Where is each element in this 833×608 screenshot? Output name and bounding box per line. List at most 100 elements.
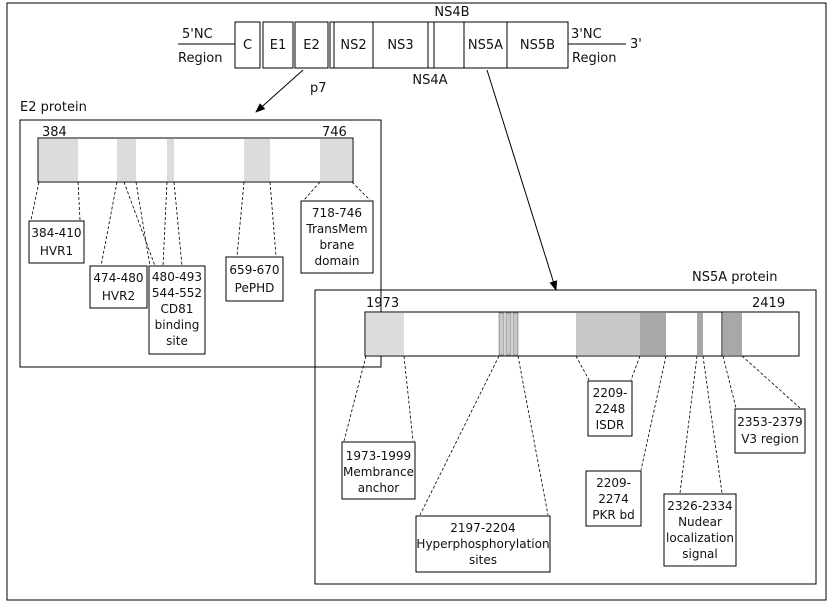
segment-ns5b	[506, 21, 569, 69]
ns5a-region-isdr	[576, 313, 640, 355]
ns5a-connector	[702, 355, 723, 494]
e2-bar	[37, 137, 354, 183]
segment-e2	[294, 21, 329, 69]
ns5a-connector	[517, 355, 549, 516]
e2-end: 746	[322, 125, 347, 140]
ns5a-start: 1973	[366, 296, 399, 311]
ns5a-pkr-line2: 2274	[598, 492, 629, 506]
e2-region-tm	[320, 139, 352, 181]
segment-ns3-label: NS3	[387, 38, 413, 53]
segment-ns5a-label: NS5A	[468, 38, 503, 53]
ns5a-connector	[741, 355, 801, 409]
ns5a-label-box-v3	[734, 408, 806, 454]
ns5a-pkr-line1: 2209-	[596, 476, 631, 490]
ns5a-isdr-line2: 2248	[595, 402, 626, 416]
e2-panel: E2 protein 384 746 384-410 HVR1 474-480 …	[19, 100, 382, 368]
e2-cd81-line3: site	[166, 334, 188, 348]
ns4b-label: NS4B	[434, 5, 469, 20]
e2-tm-line3: domain	[315, 254, 360, 268]
segment-ns4a	[427, 21, 435, 69]
ns5a-pkr-line3: PKR bd	[592, 508, 635, 522]
e2-region-hvr1	[39, 139, 78, 181]
ns5a-hyper-line2: sites	[469, 553, 497, 567]
segment-ns4b	[433, 21, 465, 69]
e2-region-cd81	[167, 139, 174, 181]
ns5a-label-box-hyper	[415, 515, 551, 573]
ns5a-arrow	[486, 69, 558, 291]
e2-hvr1-range: 384-410	[31, 226, 81, 240]
ns5a-connector	[403, 355, 414, 442]
p7-label: p7	[310, 81, 327, 96]
ns5a-hyper-line1: Hyperphosphorylation	[416, 537, 549, 551]
segment-ns5a	[463, 21, 508, 69]
ns5a-panel-frame	[314, 289, 817, 585]
e2-connector	[77, 181, 81, 221]
segment-ns3	[372, 21, 429, 69]
e2-connector	[351, 181, 371, 201]
ns5a-label-box-nls	[663, 493, 737, 567]
ns5a-nls-range: 2326-2334	[667, 499, 732, 513]
ns5a-hyper-range: 2197-2204	[450, 521, 515, 535]
e2-cd81-line2: binding	[155, 318, 200, 332]
ns5a-region-v3	[723, 313, 742, 355]
ns5a-region-hyper	[512, 312, 519, 356]
e2-connector	[123, 181, 156, 267]
ns5a-region-hyper	[505, 312, 512, 356]
ns5a-v3-range: 2353-2379	[737, 415, 802, 429]
three-nc-label: 3'NC	[571, 27, 602, 42]
e2-panel-frame	[19, 119, 382, 368]
e2-arrow	[255, 69, 304, 113]
segment-e1-label: E1	[270, 38, 287, 53]
ns5a-label-box-pkr	[585, 470, 642, 527]
five-nc-label: 5'NC	[182, 27, 213, 42]
ns5a-label-box-isdr	[587, 380, 633, 437]
e2-label-box-hvr2	[89, 265, 148, 309]
e2-region-hvr2	[117, 139, 136, 181]
e2-region-pephd	[244, 139, 270, 181]
ns5a-anchor-line2: anchor	[358, 481, 400, 495]
e2-title: E2 protein	[20, 100, 87, 115]
e2-cd81-range2: 544-552	[152, 286, 202, 300]
segment-c	[234, 21, 261, 69]
ns4a-label: NS4A	[412, 73, 447, 88]
ns5a-panel: NS5A protein 1973 2419 1973-1999 Membran…	[314, 270, 817, 585]
segment-ns2	[333, 21, 374, 69]
ns5a-connector	[343, 355, 367, 442]
segment-ns5b-label: NS5B	[520, 38, 555, 53]
ns5a-region-anchor	[366, 313, 404, 355]
e2-hvr2-name: HVR2	[102, 289, 135, 303]
e2-connector	[173, 181, 183, 267]
e2-label-box-tm	[300, 200, 374, 274]
segment-ns2-label: NS2	[340, 38, 366, 53]
ns5a-nls-line2: localization	[666, 531, 734, 545]
ns5a-label-box-anchor	[341, 441, 416, 500]
ns5a-anchor-line1: Membrance	[343, 465, 414, 479]
ns5a-connector	[630, 355, 641, 381]
e2-hvr2-range: 474-480	[93, 271, 143, 285]
e2-connector	[269, 181, 277, 257]
ns5a-connector	[640, 355, 667, 471]
e2-cd81-line1: CD81	[161, 302, 194, 316]
five-region-label: Region	[178, 51, 223, 66]
ns5a-end: 2419	[752, 296, 785, 311]
ns5a-v3-name: V3 region	[741, 432, 799, 446]
ns5a-isdr-line1: 2209-	[593, 386, 628, 400]
ns5a-region-nls	[697, 313, 703, 355]
e2-pephd-name: PePHD	[235, 281, 275, 295]
segment-e2-label: E2	[303, 38, 320, 53]
e2-connector	[100, 181, 118, 267]
ns5a-region-pkr	[640, 313, 666, 355]
e2-tm-line1: TransMem	[305, 222, 367, 236]
three-prime-label: 3'	[630, 37, 642, 52]
ns5a-region-hyper	[498, 312, 505, 356]
ns5a-connector	[679, 355, 698, 494]
e2-connector	[236, 181, 245, 257]
e2-pephd-range: 659-670	[229, 263, 279, 277]
three-region-label: Region	[572, 51, 617, 66]
segment-e1	[262, 21, 294, 69]
e2-cd81-range1: 480-493	[152, 270, 202, 284]
e2-start: 384	[42, 125, 67, 140]
e2-tm-range: 718-746	[312, 206, 362, 220]
ns5a-nls-line3: signal	[682, 547, 718, 561]
e2-label-box-pephd	[225, 256, 284, 302]
